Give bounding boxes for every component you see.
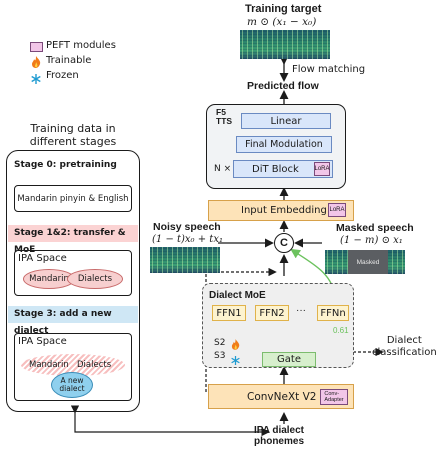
stage12-ipa-box: IPA Space Mandarin Dialects bbox=[14, 250, 132, 296]
linear-layer-label: Linear bbox=[270, 116, 301, 127]
dit-lora-badge: LoRA bbox=[314, 162, 330, 176]
dit-block-label: DiT Block bbox=[252, 164, 299, 175]
stage0-content: Mandarin pinyin & English bbox=[17, 194, 128, 204]
input-embedding-label: Input Embedding bbox=[241, 205, 327, 216]
conv-adapter-badge: Conv- Adapter bbox=[320, 389, 348, 405]
linear-layer: Linear bbox=[241, 113, 331, 129]
stage0-label: Stage 0: pretraining bbox=[14, 160, 117, 170]
masked-speech-formula: (1 − m) ⊙ x₁ bbox=[340, 235, 403, 246]
concat-symbol: C bbox=[280, 237, 288, 249]
stage3-new-dialect-ellipse: A new dialect bbox=[51, 372, 93, 398]
stage3-ipa-title: IPA Space bbox=[18, 336, 67, 347]
noisy-speech-spectrogram bbox=[150, 247, 220, 273]
training-target-title: Training target bbox=[245, 3, 321, 15]
left-panel-title: Training data in different stages bbox=[10, 122, 136, 148]
stage3-bar: Stage 3: add a new dialect bbox=[8, 306, 138, 323]
concat-node: C bbox=[274, 233, 294, 253]
conv-adapter-label: Conv- Adapter bbox=[324, 391, 343, 403]
convnext-label: ConvNeXt V2 bbox=[247, 391, 316, 403]
stage12-dialects-label: Dialects bbox=[78, 274, 112, 284]
moe-s3-label: S3 bbox=[214, 351, 225, 361]
embedding-lora-badge: LoRA bbox=[328, 203, 346, 217]
stage12-mandarin-label: Mandarin bbox=[29, 274, 69, 284]
stage3-ipa-box: IPA Space Mandarin Dialects A new dialec… bbox=[14, 333, 132, 401]
dit-lora-label: LoRA bbox=[315, 166, 330, 172]
moe-snowflake-icon bbox=[231, 352, 240, 361]
final-modulation-label: Final Modulation bbox=[245, 139, 323, 150]
masked-speech-title: Masked speech bbox=[336, 222, 414, 234]
masked-region: Masked bbox=[348, 250, 388, 274]
flame-icon bbox=[31, 55, 41, 67]
noisy-speech-formula: (1 − t)x₀ + tx₁ bbox=[152, 234, 223, 245]
stage3-dialects-label: Dialects bbox=[77, 360, 111, 370]
stage3-new-dialect-label: A new dialect bbox=[59, 377, 84, 393]
legend-trainable-label: Trainable bbox=[46, 55, 91, 66]
predicted-flow-label: Predicted flow bbox=[247, 80, 319, 92]
stage12-ipa-title: IPA Space bbox=[18, 253, 67, 264]
legend: PEFT modules Trainable Frozen bbox=[30, 40, 150, 88]
snowflake-icon bbox=[31, 71, 41, 81]
stages-link-arrow bbox=[75, 412, 268, 432]
expert-ffn1: FFN1 bbox=[212, 305, 246, 321]
moe-s2-label: S2 bbox=[214, 338, 225, 348]
expert-ffn2: FFN2 bbox=[255, 305, 289, 321]
legend-frozen-label: Frozen bbox=[46, 70, 79, 81]
stage0-content-box: Mandarin pinyin & English bbox=[14, 185, 132, 212]
peft-module-swatch bbox=[30, 42, 43, 52]
gate-block: Gate bbox=[262, 352, 316, 367]
dit-repeat-label: N × bbox=[214, 164, 231, 174]
flow-matching-label: Flow matching bbox=[292, 64, 365, 75]
stage12-bar: Stage 1&2: transfer & MoE bbox=[8, 225, 138, 242]
input-phonemes-label: IPA dialect phonemes bbox=[254, 425, 304, 447]
stage12-dialects-ellipse: Dialects bbox=[67, 269, 123, 289]
expert-ellipsis: ··· bbox=[296, 305, 306, 316]
expert-ffnn-label: FFNn bbox=[320, 308, 345, 319]
expert-ffn2-label: FFN2 bbox=[259, 308, 284, 319]
stage3-mandarin-label: Mandarin bbox=[29, 360, 69, 370]
moe-flame-icon bbox=[231, 337, 240, 348]
training-target-spectrogram bbox=[240, 30, 330, 59]
legend-peft-label: PEFT modules bbox=[46, 40, 116, 51]
final-modulation-layer: Final Modulation bbox=[236, 136, 332, 153]
dialect-moe-title: Dialect MoE bbox=[209, 290, 266, 301]
masked-region-label: Masked bbox=[357, 259, 380, 266]
dialect-classification-label: Dialect classification bbox=[372, 335, 437, 359]
noisy-speech-title: Noisy speech bbox=[153, 221, 221, 233]
f5tts-name: F5 TTS bbox=[216, 108, 232, 126]
expert-ffn1-label: FFN1 bbox=[216, 308, 241, 319]
expert-ffnn: FFNn bbox=[317, 305, 349, 321]
gate-weight-label: 0.61 bbox=[333, 326, 349, 335]
gate-label: Gate bbox=[277, 354, 301, 365]
embedding-lora-label: LoRA bbox=[329, 207, 344, 213]
training-target-formula: m ⊙ (x₁ − x₀) bbox=[247, 16, 316, 28]
